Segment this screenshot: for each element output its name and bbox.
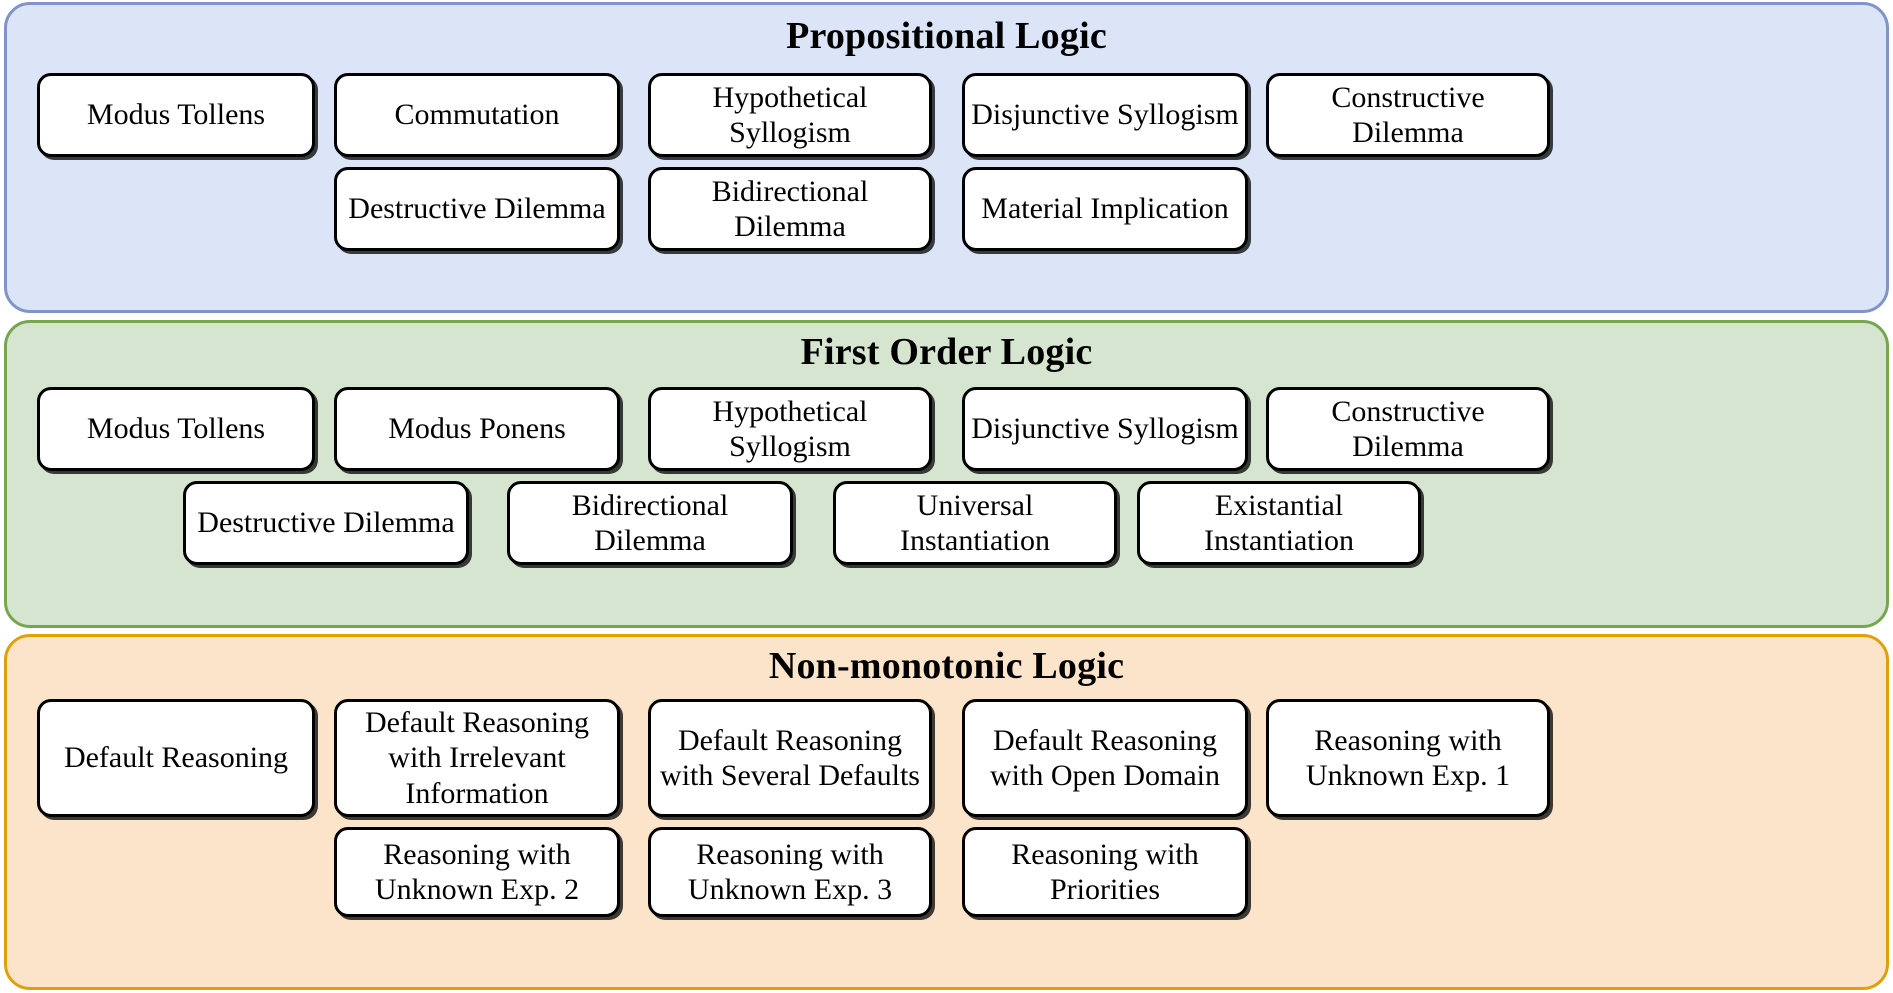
node-label: Destructive Dilemma (197, 506, 455, 540)
node-default-reasoning[interactable]: Default Reasoning (37, 699, 315, 817)
node-hypothetical-syllogism[interactable]: Hypothetical Syllogism (648, 387, 932, 471)
node-label: Bidirectional Dilemma (571, 488, 729, 557)
node-label: Default Reasoning with Irrelevant Inform… (364, 705, 590, 810)
node-modus-tollens[interactable]: Modus Tollens (37, 73, 315, 157)
node-default-reasoning-open-domain[interactable]: Default Reasoning with Open Domain (962, 699, 1248, 817)
node-label: Modus Tollens (86, 412, 266, 446)
node-commutation[interactable]: Commutation (334, 73, 620, 157)
node-destructive-dilemma[interactable]: Destructive Dilemma (334, 167, 620, 251)
node-bidirectional-dilemma[interactable]: Bidirectional Dilemma (648, 167, 932, 251)
node-modus-tollens[interactable]: Modus Tollens (37, 387, 315, 471)
node-label: Bidirectional Dilemma (711, 174, 869, 243)
node-label: Modus Ponens (388, 412, 566, 446)
node-label: Reasoning with Priorities (1011, 837, 1199, 906)
node-constructive-dilemma[interactable]: Constructive Dilemma (1266, 387, 1550, 471)
panel-propositional-logic: Propositional Logic Modus Tollens Commut… (4, 2, 1889, 313)
node-disjunctive-syllogism[interactable]: Disjunctive Syllogism (962, 387, 1248, 471)
node-default-reasoning-irrelevant-information[interactable]: Default Reasoning with Irrelevant Inform… (334, 699, 620, 817)
panel-title-propositional-logic: Propositional Logic (786, 15, 1107, 57)
node-existantial-instantiation[interactable]: Existantial Instantiation (1137, 481, 1421, 565)
node-label: Default Reasoning (63, 741, 289, 775)
panel-title-first-order-logic: First Order Logic (800, 331, 1093, 373)
node-reasoning-unknown-exp-1[interactable]: Reasoning with Unknown Exp. 1 (1266, 699, 1550, 817)
node-label: Reasoning with Unknown Exp. 3 (687, 837, 893, 906)
node-label: Universal Instantiation (900, 488, 1050, 557)
node-reasoning-unknown-exp-3[interactable]: Reasoning with Unknown Exp. 3 (648, 827, 932, 917)
node-label: Destructive Dilemma (348, 192, 606, 226)
panel-first-order-logic: First Order Logic Modus Tollens Modus Po… (4, 320, 1889, 628)
node-reasoning-unknown-exp-2[interactable]: Reasoning with Unknown Exp. 2 (334, 827, 620, 917)
node-label: Modus Tollens (86, 98, 266, 132)
node-reasoning-priorities[interactable]: Reasoning with Priorities (962, 827, 1248, 917)
node-label: Constructive Dilemma (1331, 80, 1485, 149)
panel-non-monotonic-logic: Non-monotonic Logic Default Reasoning De… (4, 634, 1889, 990)
node-bidirectional-dilemma[interactable]: Bidirectional Dilemma (507, 481, 793, 565)
panel-title-non-monotonic-logic: Non-monotonic Logic (768, 645, 1125, 687)
node-label: Disjunctive Syllogism (971, 98, 1239, 132)
node-label: Reasoning with Unknown Exp. 2 (374, 837, 580, 906)
node-label: Hypothetical Syllogism (712, 80, 868, 149)
node-material-implication[interactable]: Material Implication (962, 167, 1248, 251)
node-label: Hypothetical Syllogism (712, 394, 868, 463)
node-destructive-dilemma[interactable]: Destructive Dilemma (183, 481, 469, 565)
node-label: Default Reasoning with Several Defaults (660, 723, 920, 792)
node-modus-ponens[interactable]: Modus Ponens (334, 387, 620, 471)
node-label: Existantial Instantiation (1204, 488, 1354, 557)
node-label: Constructive Dilemma (1331, 394, 1485, 463)
node-default-reasoning-several-defaults[interactable]: Default Reasoning with Several Defaults (648, 699, 932, 817)
node-label: Commutation (394, 98, 560, 132)
node-label: Material Implication (981, 192, 1229, 226)
node-hypothetical-syllogism[interactable]: Hypothetical Syllogism (648, 73, 932, 157)
node-disjunctive-syllogism[interactable]: Disjunctive Syllogism (962, 73, 1248, 157)
node-label: Disjunctive Syllogism (971, 412, 1239, 446)
node-universal-instantiation[interactable]: Universal Instantiation (833, 481, 1117, 565)
node-label: Default Reasoning with Open Domain (990, 723, 1220, 792)
node-constructive-dilemma[interactable]: Constructive Dilemma (1266, 73, 1550, 157)
node-label: Reasoning with Unknown Exp. 1 (1305, 723, 1511, 792)
